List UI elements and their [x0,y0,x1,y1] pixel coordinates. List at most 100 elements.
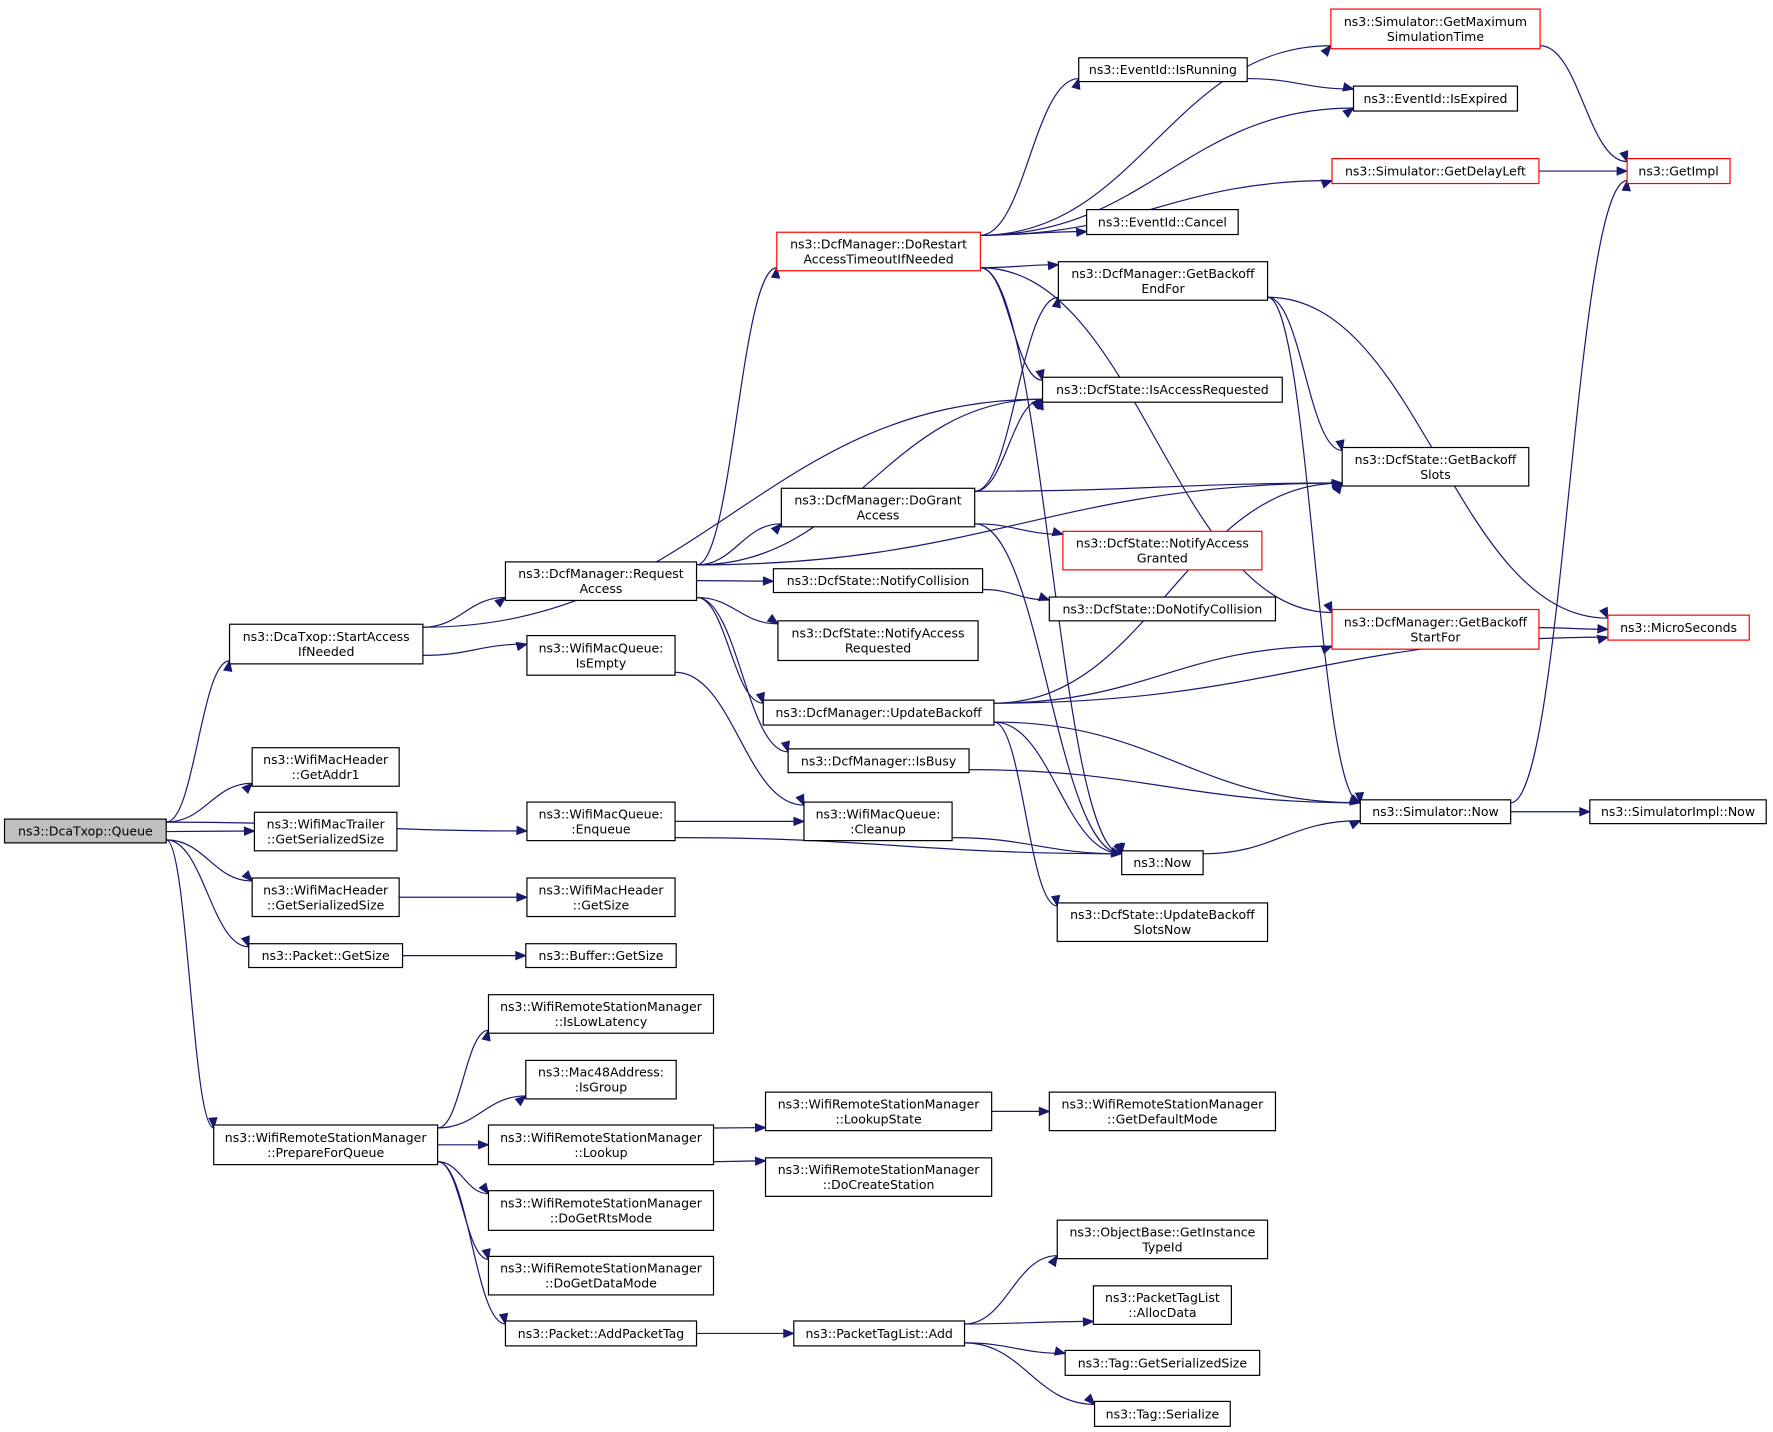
arrowhead [1083,1393,1096,1406]
arrowhead [780,740,790,754]
arrowhead [1348,820,1362,830]
edge-simDelayLeft-to-getImpl [1538,166,1629,176]
node-prepare[interactable]: ns3::WifiRemoteStationManager::PrepareFo… [213,1124,439,1166]
node-label-line: ::AllocData [1128,1305,1196,1320]
node-evRunning[interactable]: ns3::EventId::IsRunning [1078,57,1248,83]
node-label-line: ::GetDefaultMode [1107,1111,1218,1126]
node-box [777,620,979,662]
node-tagSerSize[interactable]: ns3::Tag::GetSerializedSize [1064,1349,1261,1376]
node-bufGetSize[interactable]: ns3::Buffer::GetSize [525,943,677,969]
edge-prepare-to-doGetRts [437,1161,490,1195]
node-isEmpty[interactable]: ns3::WifiMacQueue:IsEmpty [526,634,676,676]
edge-doRestart-to-simDelayLeft [980,179,1334,236]
node-implNow[interactable]: ns3::SimulatorImpl::Now [1589,799,1767,825]
node-tagSerialize[interactable]: ns3::Tag::Serialize [1093,1400,1231,1427]
arrowhead [243,826,256,836]
arrowhead [1037,592,1051,602]
node-box [803,801,953,842]
node-box [1352,85,1519,112]
node-allocData[interactable]: ns3::PacketTagList::AllocData [1092,1285,1232,1325]
node-updBackoff[interactable]: ns3::DcfManager::UpdateBackoff [762,699,995,726]
node-box [526,634,676,676]
node-trailerSize[interactable]: ns3::WifiMacTrailer::GetSerializedSize [253,811,398,852]
edge-nowFn-to-simNow [1203,820,1362,855]
node-doNotifyColl[interactable]: ns3::DcfState::DoNotifyCollision [1048,596,1277,622]
node-getDefMode[interactable]: ns3::WifiRemoteStationManager::GetDefaul… [1048,1091,1277,1132]
node-box [764,1157,993,1197]
arrowhead [1075,227,1088,238]
node-doRestart[interactable]: ns3::DcfManager::DoRestartAccessTimeoutI… [776,231,981,272]
node-box [526,877,676,918]
node-label-line: :IsGroup [575,1080,628,1095]
arrowhead [1038,1106,1051,1117]
node-box [504,561,698,602]
node-box [487,1124,715,1166]
edge-tagListAdd-to-allocData [964,1317,1095,1327]
node-simDelayLeft[interactable]: ns3::Simulator::GetDelayLeft [1331,158,1540,185]
edge-line [980,267,1333,614]
node-box [1330,8,1541,50]
arrowhead [1579,806,1592,817]
node-label-line: ns3::WifiMacTrailer [267,817,386,832]
node-cleanup[interactable]: ns3::WifiMacQueue::Cleanup [803,801,953,842]
node-hdrSerSize[interactable]: ns3::WifiMacHeader::GetSerializedSize [251,877,400,918]
edge-queue-to-hdrSerSize [166,839,254,882]
node-doGetData[interactable]: ns3::WifiRemoteStationManager::DoGetData… [487,1255,715,1296]
node-label-line: ns3::WifiRemoteStationManager [500,999,703,1014]
node-enqueue[interactable]: ns3::WifiMacQueue::Enqueue [526,801,676,842]
node-label-line: ns3::DcfState::NotifyAccess [792,626,965,641]
node-label-line: ns3::WifiMacHeader [263,752,389,767]
edge-prepare-to-lookup [437,1140,490,1150]
node-lookup[interactable]: ns3::WifiRemoteStationManager::Lookup [487,1124,715,1166]
node-hdrGetSize[interactable]: ns3::WifiMacHeader::GetSize [526,877,676,918]
node-tagListAdd[interactable]: ns3::PacketTagList::Add [793,1320,966,1347]
edge-line [969,769,1361,804]
node-box [762,699,995,726]
node-doGetRts[interactable]: ns3::WifiRemoteStationManager::DoGetRtsM… [487,1190,715,1231]
node-microSec[interactable]: ns3::MicroSeconds [1607,614,1750,641]
edge-tagListAdd-to-getTypeId [964,1254,1058,1325]
edge-line [675,837,1122,855]
node-nowFn[interactable]: ns3::Now [1121,850,1204,876]
node-isLowLat[interactable]: ns3::WifiRemoteStationManager::IsLowLate… [487,994,715,1034]
arrowhead [766,613,780,625]
node-evCancel[interactable]: ns3::EventId::Cancel [1086,208,1239,236]
edge-startAccess-to-reqAccess [422,596,507,628]
node-isAccReq[interactable]: ns3::DcfState::IsAccessRequested [1041,376,1283,403]
edge-line [980,179,1333,236]
arrowhead [793,816,806,827]
edge-queue-to-prepare [165,839,218,1130]
node-getAddr1[interactable]: ns3::WifiMacHeader::GetAddr1 [251,747,400,787]
node-doCreate[interactable]: ns3::WifiRemoteStationManager::DoCreateS… [764,1157,993,1197]
node-isGroup[interactable]: ns3::Mac48Address::IsGroup [525,1059,677,1100]
node-notifyColl[interactable]: ns3::DcfState::NotifyCollision [772,568,984,594]
edge-isBusy-to-simNow [969,769,1362,806]
node-box [487,1190,715,1231]
node-lookupState[interactable]: ns3::WifiRemoteStationManager::LookupSta… [764,1091,993,1132]
node-evExpired[interactable]: ns3::EventId::IsExpired [1352,85,1519,112]
arrowhead [514,1095,527,1107]
node-pktGetSize[interactable]: ns3::Packet::GetSize [248,943,404,969]
edge-startAccess-to-isEmpty [422,641,529,656]
edge-notifyColl-to-doNotifyColl [982,588,1051,602]
node-box [1121,850,1204,876]
edge-queue-to-pktGetSize [166,839,250,948]
node-simNow[interactable]: ns3::Simulator::Now [1359,799,1512,825]
node-getImpl[interactable]: ns3::GetImpl [1626,158,1731,185]
node-box [1064,1349,1261,1376]
node-queue[interactable]: ns3::DcaTxop::Queue [3,818,167,844]
node-addPktTag[interactable]: ns3::Packet::AddPacketTag [504,1320,698,1347]
arrowhead [1354,791,1365,805]
node-isBusy[interactable]: ns3::DcfManager::IsBusy [787,748,970,774]
